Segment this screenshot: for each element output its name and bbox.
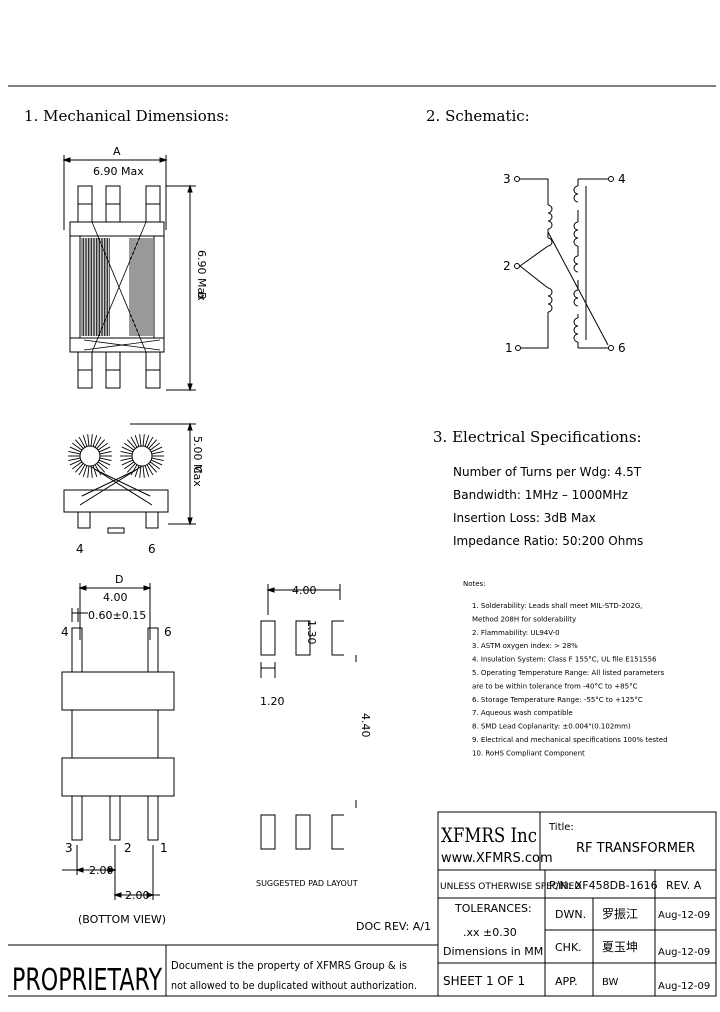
pad-width: 1.20 (260, 695, 285, 708)
note-line: 6. Storage Temperature Range: -55°C to +… (472, 696, 643, 704)
dim-d-value: 4.00 (103, 591, 128, 604)
spec-line: Impedance Ratio: 50:200 Ohms (453, 534, 643, 548)
bottom-view: D 4.00 (61, 573, 175, 900)
bv-pin-3: 3 (65, 841, 73, 855)
pad-gap: 4.40 (359, 713, 372, 738)
note-line: 5. Operating Temperature Range: All list… (472, 669, 665, 677)
note-line: 7. Aqueous wash compatible (472, 709, 573, 717)
bottom-view-caption: (BOTTOM VIEW) (78, 913, 166, 926)
company-name: XFMRS Inc (441, 823, 537, 847)
app-label: APP. (555, 975, 578, 988)
side-view (63, 422, 196, 534)
drawing-title: RF TRANSFORMER (576, 841, 695, 856)
sheet-number: SHEET 1 OF 1 (443, 974, 525, 988)
chk-label: CHK. (555, 941, 582, 954)
spec-line: Bandwidth: 1MHz – 1000MHz (453, 488, 628, 502)
bv-pin-2: 2 (124, 841, 132, 855)
side-pin-4: 4 (76, 542, 84, 556)
note-line: 1. Solderability: Leads shall meet MIL-S… (472, 602, 642, 610)
note-line: Method 208H for solderability (472, 615, 576, 623)
dim-c-label: C (191, 466, 204, 474)
tolerance-xx: .xx ±0.30 (463, 926, 517, 939)
disclaimer-line-2: not allowed to be duplicated without aut… (171, 979, 417, 992)
dim-a-label: A (113, 145, 121, 158)
doc-rev: DOC REV: A/1 (356, 920, 431, 933)
mechanical-heading: 1. Mechanical Dimensions: (24, 107, 229, 125)
pad-layout (260, 584, 357, 850)
note-line: 2. Flammability: UL94V-0 (472, 629, 560, 637)
note-line: are to be within tolerance from -40°C to… (472, 682, 638, 690)
sch-pin-3: 3 (503, 172, 511, 186)
dim-lead-width: 0.60±0.15 (88, 609, 146, 622)
sch-pin-6: 6 (618, 341, 626, 355)
electrical-heading: 3. Electrical Specifications: (433, 428, 642, 446)
side-pin-6: 6 (148, 542, 156, 556)
bv-pin-4: 4 (61, 625, 69, 639)
pad-height: 1.30 (305, 620, 318, 645)
part-number: P/N: XF458DB-1616 (549, 879, 658, 892)
dwn-date: Aug-12-09 (658, 910, 710, 921)
winding-lines (81, 221, 161, 353)
app-date: Aug-12-09 (658, 981, 710, 992)
sch-pin-2: 2 (503, 259, 511, 273)
note-line: 10. RoHS Compliant Component (472, 749, 585, 757)
dim-a-value: 6.90 Max (93, 165, 144, 178)
schematic-heading: 2. Schematic: (426, 107, 530, 125)
schematic-diagram (514, 176, 614, 351)
dimensions-unit: Dimensions in MM (443, 945, 543, 958)
title-label: Title: (548, 822, 574, 833)
app-name: BW (602, 977, 619, 988)
spec-line: Number of Turns per Wdg: 4.5T (453, 465, 642, 479)
dwn-name: 罗振江 (602, 907, 638, 921)
dim-b-value: 6.90 Max (195, 250, 208, 301)
pitch-1: 2.00 (89, 864, 114, 877)
title-block (8, 811, 717, 997)
dwn-label: DWN. (555, 908, 586, 921)
proprietary-label: PROPRIETARY (12, 963, 162, 998)
tolerances-label: TOLERANCES: (454, 902, 532, 915)
pitch-2: 2.00 (125, 889, 150, 902)
chk-name: 夏玉坤 (602, 939, 638, 954)
sch-pin-1: 1 (505, 341, 513, 355)
note-line: 3. ASTM oxygen index: > 28% (472, 642, 578, 650)
notes-title: Notes: (463, 580, 486, 588)
note-line: 8. SMD Lead Coplanarity: ±0.004"(0.102mm… (472, 723, 631, 731)
top-view: A 6.90 Max (62, 145, 196, 392)
revision: REV. A (666, 879, 702, 892)
bv-pin-1: 1 (160, 841, 168, 855)
dim-c-value: 5.00 Max (191, 436, 204, 487)
pad-layout-caption: SUGGESTED PAD LAYOUT (256, 879, 358, 888)
dim-b-label: B (195, 292, 208, 300)
note-line: 4. Insulation System: Class F 155°C, UL … (472, 656, 657, 664)
notes-list: 1. Solderability: Leads shall meet MIL-S… (472, 602, 668, 757)
chk-date: Aug-12-09 (658, 947, 710, 958)
bv-pin-6: 6 (164, 625, 172, 639)
company-website: www.XFMRS.com (441, 851, 553, 866)
dim-d-label: D (115, 573, 123, 586)
note-line: 9. Electrical and mechanical specificati… (472, 736, 668, 744)
spec-line: Insertion Loss: 3dB Max (453, 511, 596, 525)
toroid-windings (68, 434, 164, 478)
sch-pin-4: 4 (618, 172, 626, 186)
pad-spacing: 4.00 (292, 584, 317, 597)
unless-specified: UNLESS OTHERWISE SPECIFIED (440, 882, 581, 892)
disclaimer-line-1: Document is the property of XFMRS Group … (171, 959, 407, 972)
